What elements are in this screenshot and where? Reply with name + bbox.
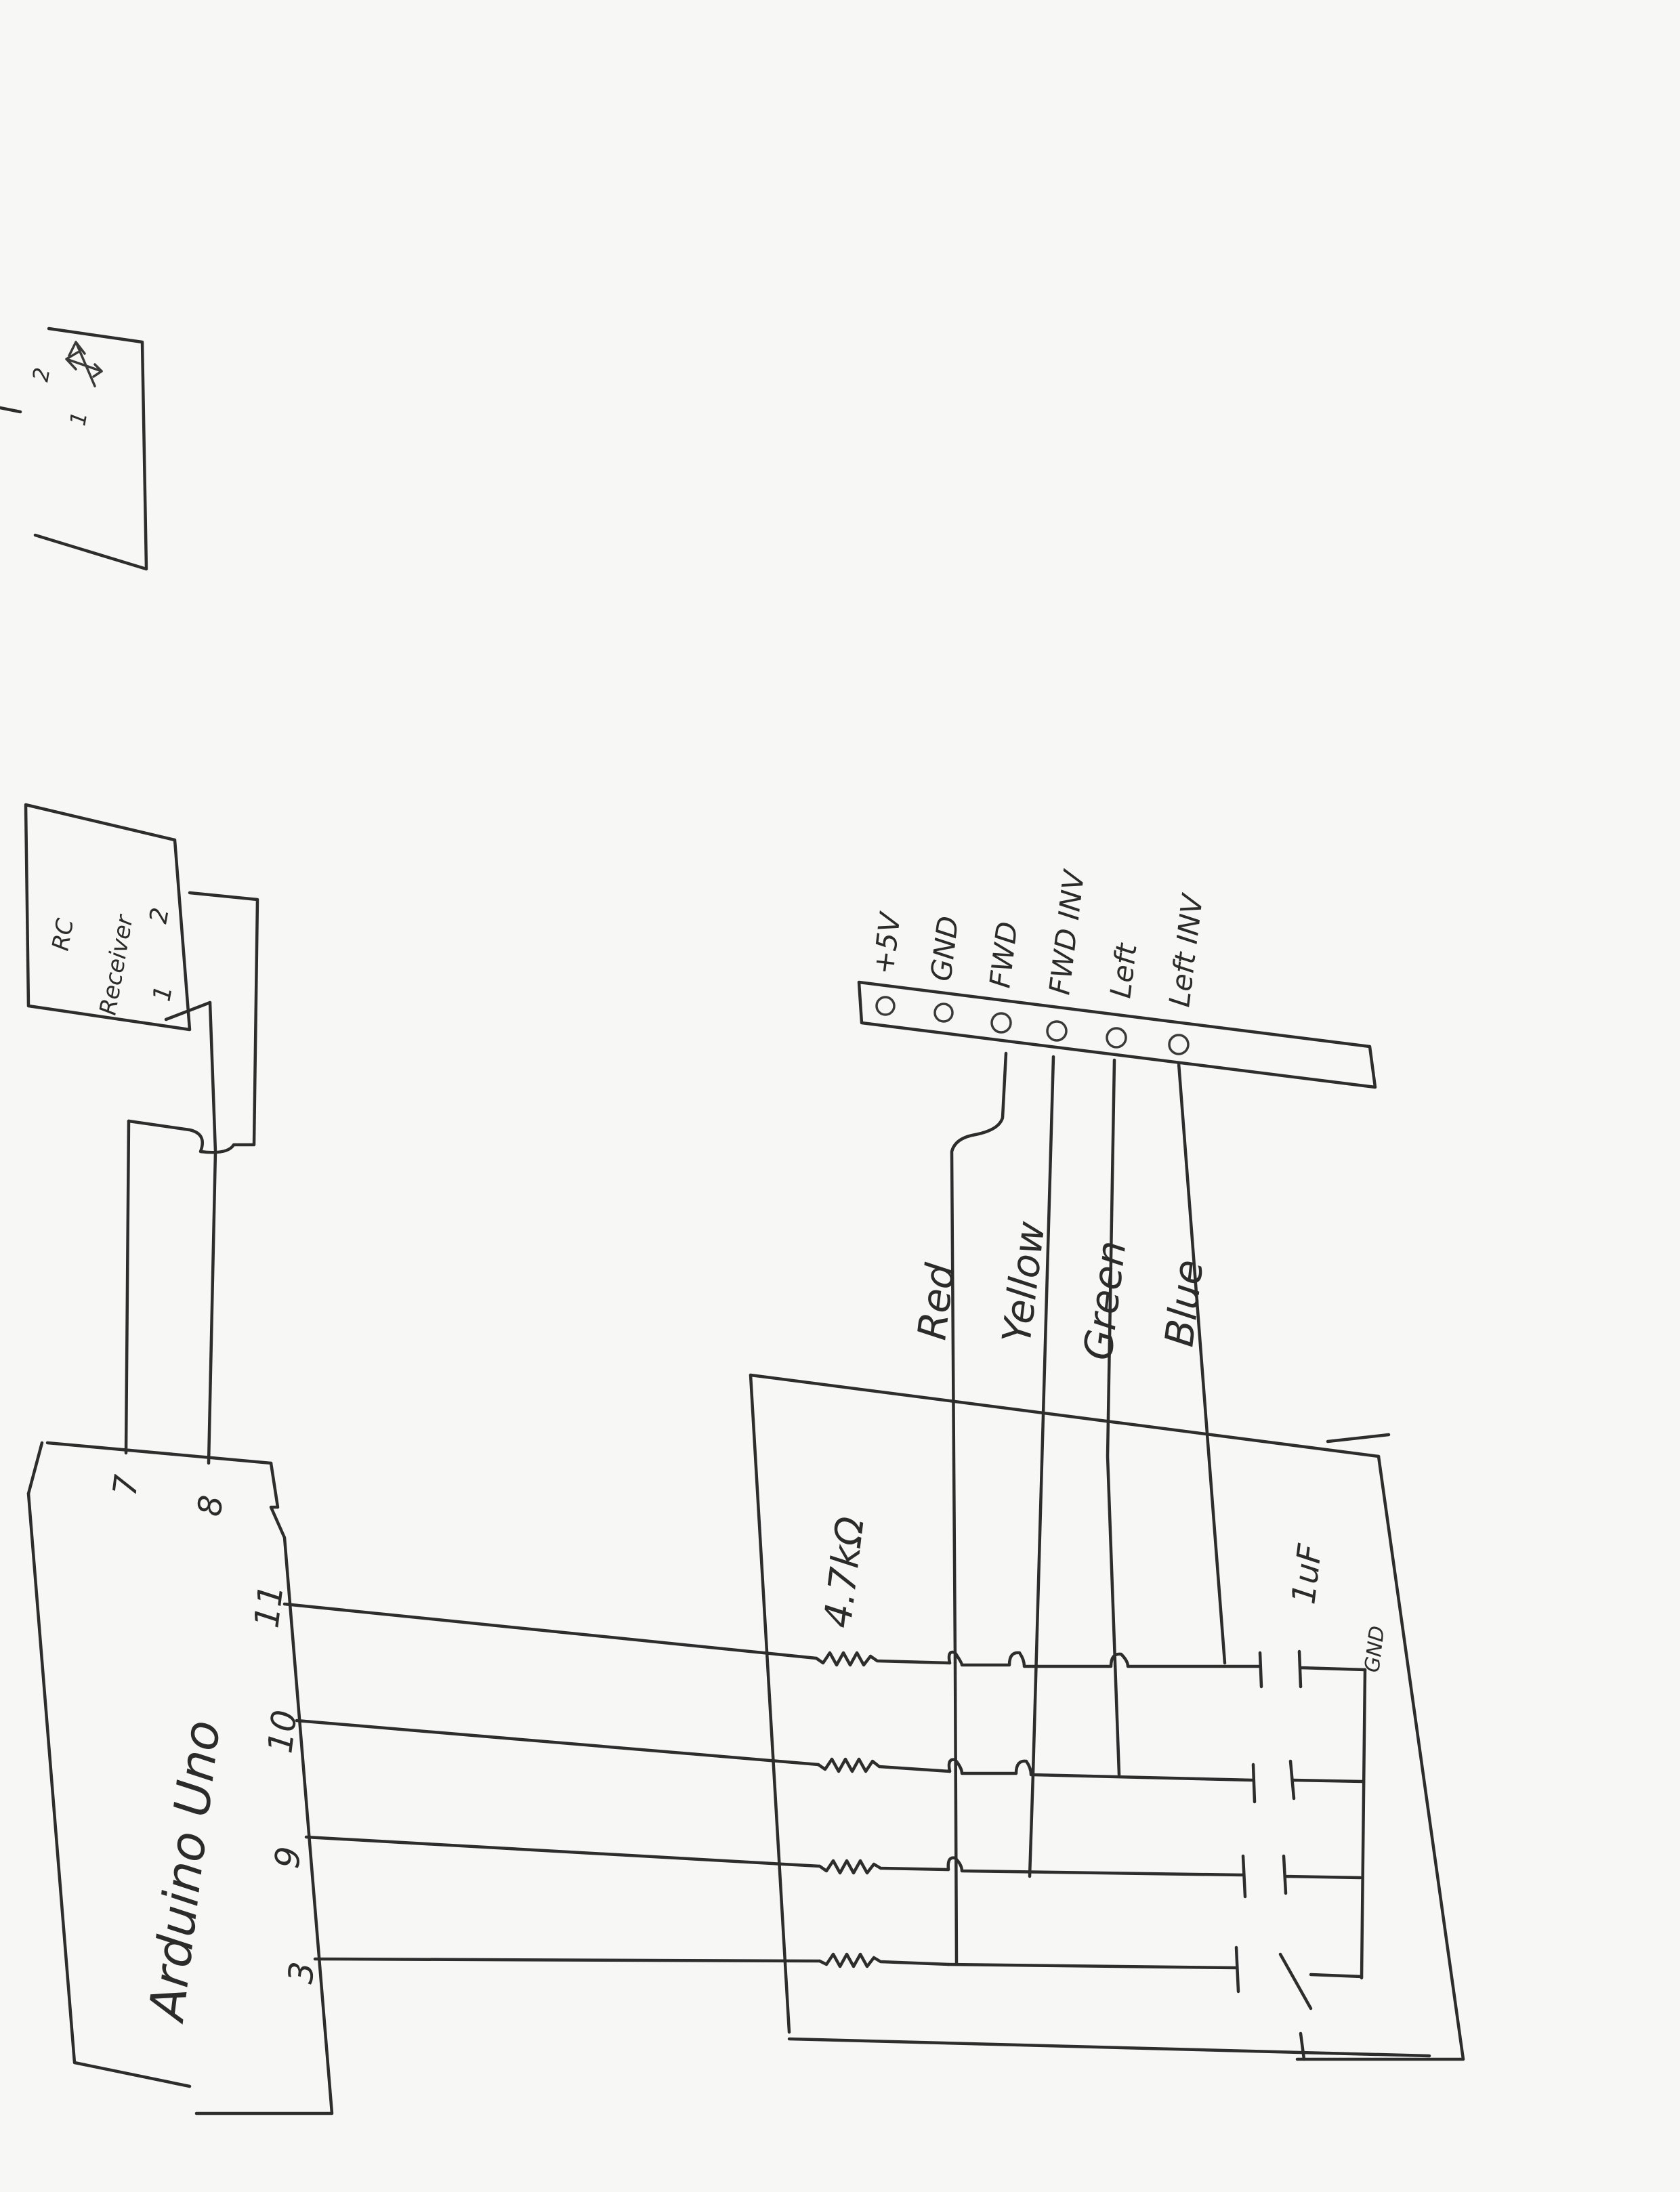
connector-wires bbox=[950, 1051, 1227, 1966]
connector-pin-gnd bbox=[933, 1003, 954, 1023]
resistor-value-label: 4.7kΩ bbox=[816, 1515, 873, 1630]
joystick-axis2-label: 2 bbox=[27, 366, 55, 384]
connector-pin-5v bbox=[875, 996, 896, 1016]
line-pin9 bbox=[304, 1835, 822, 1868]
filter-board-top bbox=[749, 1373, 1381, 1458]
arduino-outline-left bbox=[26, 1441, 273, 2088]
line-ch1 bbox=[947, 1650, 1262, 1668]
filtered-lines bbox=[946, 1650, 1262, 1970]
joystick-axis1-label: 1 bbox=[64, 410, 92, 428]
arduino-pin7-label: 7 bbox=[106, 1473, 146, 1498]
connector-strip: +5V GND FWD FWD INV Left Left INV bbox=[857, 866, 1377, 1089]
arduino-outline-corner bbox=[26, 1441, 44, 1496]
wire-yellow bbox=[1028, 1055, 1055, 1878]
capacitor-c2 bbox=[1251, 1759, 1365, 1804]
line-pin10 bbox=[295, 1719, 820, 1767]
rc-receiver: RC Receiver 1 2 bbox=[24, 803, 192, 1032]
wire-pin7-to-receiver-pin2 bbox=[127, 891, 259, 1154]
connector-pin-fwd-inv bbox=[1046, 1020, 1068, 1042]
connector-label-fwd-inv: FWD INV bbox=[1043, 866, 1091, 996]
connector-label-left-inv: Left INV bbox=[1162, 891, 1209, 1009]
line-ch2 bbox=[947, 1758, 1255, 1782]
resistor-r3 bbox=[818, 1859, 950, 1875]
wire-red bbox=[950, 1051, 1008, 1665]
arduino-pin8-label: 8 bbox=[190, 1493, 230, 1518]
ground-label: GND bbox=[1360, 1624, 1389, 1674]
joystick-arrows-icon bbox=[65, 341, 103, 387]
resistor-r4 bbox=[818, 1952, 950, 1968]
capacitor-c1 bbox=[1258, 1649, 1367, 1689]
filter-board-right bbox=[1295, 1454, 1465, 2061]
line-pin11 bbox=[282, 1602, 818, 1660]
filter-board-left bbox=[749, 1373, 791, 2034]
capacitor-c3 bbox=[1241, 1854, 1362, 1899]
filter-board-top-right bbox=[1326, 1433, 1391, 1443]
arduino-pin3-label: 3 bbox=[280, 1960, 322, 1986]
resistor-r1 bbox=[814, 1651, 952, 1667]
arduino-outline-right bbox=[194, 1461, 334, 2115]
joystick-lead-wire bbox=[0, 406, 22, 414]
wire-receiver-pin1 bbox=[164, 1000, 212, 1021]
wire-blue bbox=[1177, 1061, 1227, 1665]
joystick-module: 2 1 bbox=[0, 326, 148, 571]
wire-red-trunk bbox=[953, 1661, 959, 1966]
connector-label-5v: +5V bbox=[866, 909, 907, 976]
pwm-output-lines bbox=[282, 1602, 822, 1963]
connector-label-left: Left bbox=[1104, 941, 1143, 1000]
arduino-uno: Arduino Uno 7 8 11 10 9 3 bbox=[26, 1441, 334, 2115]
capacitor-c4 bbox=[1234, 1945, 1364, 2010]
rc-receiver-pin1-label: 1 bbox=[148, 984, 177, 1004]
wire-label-red: Red bbox=[908, 1260, 963, 1342]
arduino-pin11-label: 11 bbox=[247, 1582, 291, 1630]
wire-label-blue: Blue bbox=[1156, 1257, 1212, 1349]
arduino-pin9-label: 9 bbox=[267, 1845, 308, 1871]
ground-bus bbox=[1360, 1668, 1367, 1980]
capacitor-value-label: 1uF bbox=[1284, 1541, 1330, 1606]
resistor-r2 bbox=[816, 1757, 952, 1773]
wire-label-green: Green bbox=[1074, 1238, 1135, 1363]
line-ch4 bbox=[946, 1962, 1238, 1970]
filter-board-bottom bbox=[787, 2037, 1431, 2058]
wire-green bbox=[1106, 1058, 1121, 1777]
connector-body bbox=[857, 980, 1377, 1089]
arduino-label: Arduino Uno bbox=[138, 1717, 231, 2026]
connector-label-gnd: GND bbox=[924, 914, 965, 984]
rc-receiver-box bbox=[24, 803, 192, 1032]
filter-board bbox=[749, 1373, 1465, 2061]
rc-receiver-pin2-label: 2 bbox=[144, 906, 174, 926]
rc-receiver-label-line1: RC bbox=[47, 916, 79, 953]
line-ch3 bbox=[946, 1856, 1245, 1877]
wire-to-pin8 bbox=[207, 1000, 217, 1465]
wire-to-pin7 bbox=[124, 1119, 131, 1455]
filter-board-bottom-tick bbox=[1299, 2031, 1306, 2061]
connector-pin-left-inv bbox=[1168, 1034, 1190, 1055]
arduino-pin10-label: 10 bbox=[260, 1708, 304, 1755]
line-pin3 bbox=[313, 1957, 822, 1963]
joystick-module-box bbox=[33, 326, 148, 571]
connector-pin-left bbox=[1106, 1027, 1127, 1049]
receiver-wiring bbox=[124, 891, 259, 1465]
connector-pin-fwd bbox=[990, 1012, 1012, 1034]
connector-label-fwd: FWD bbox=[983, 920, 1024, 990]
rc-receiver-label-line2: Receiver bbox=[94, 912, 139, 1017]
